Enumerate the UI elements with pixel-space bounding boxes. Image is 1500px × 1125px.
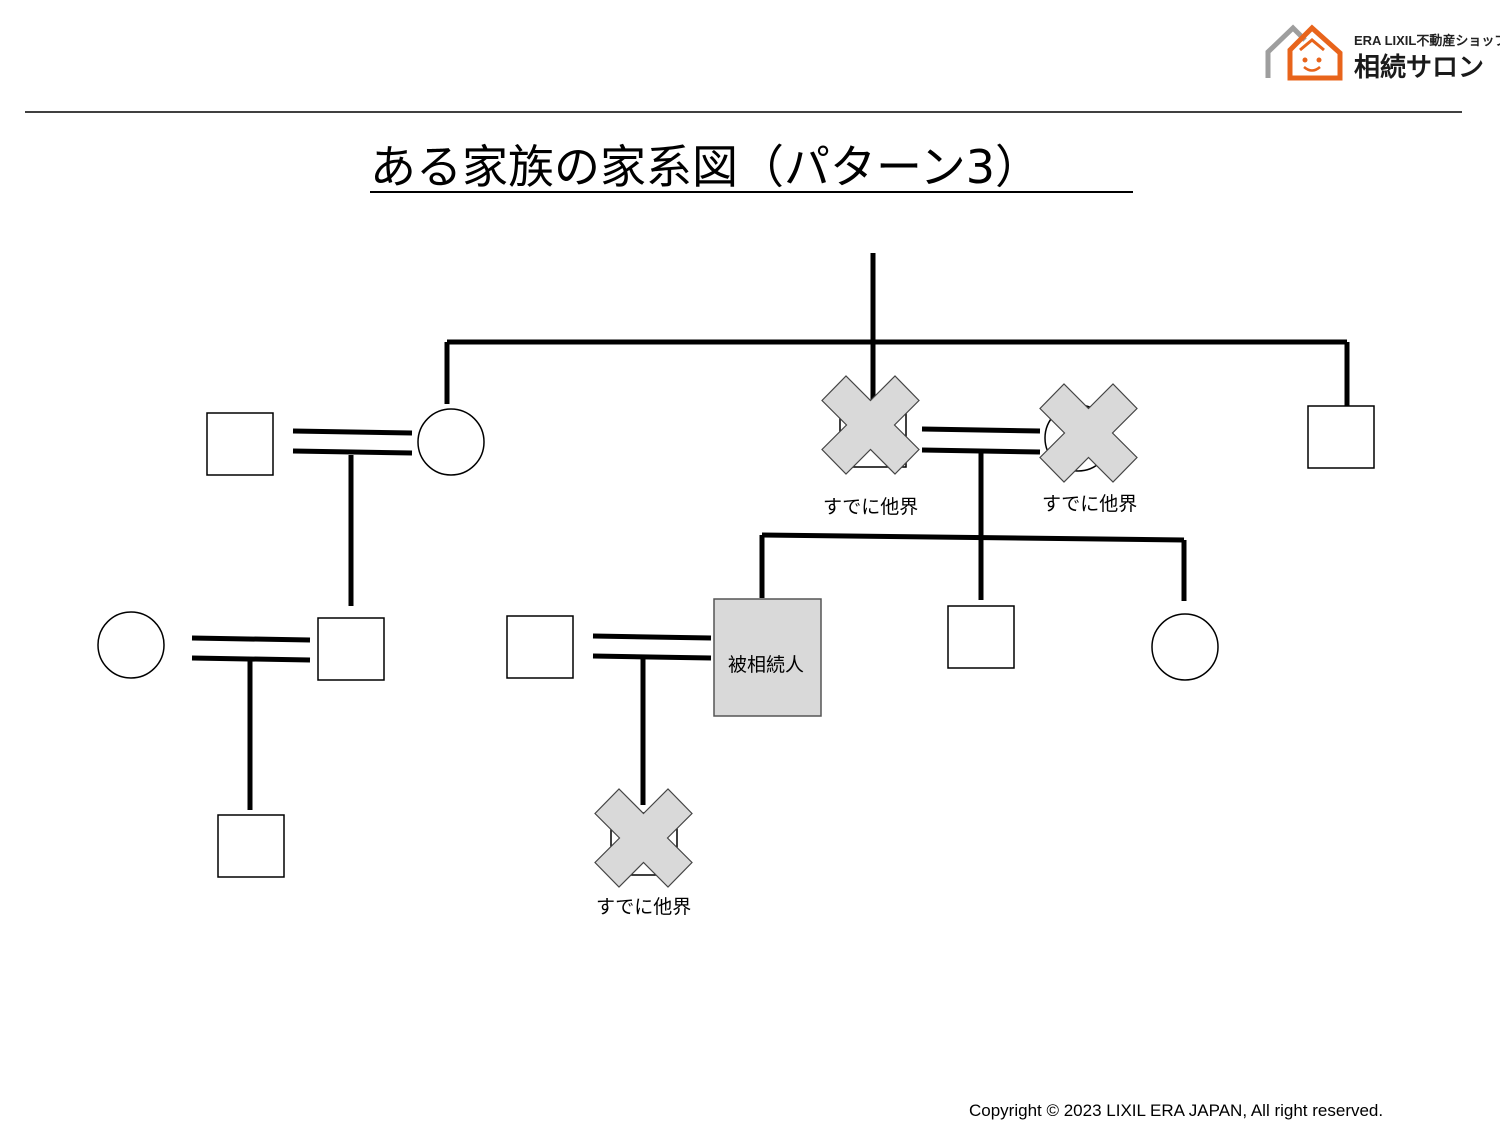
deceased-label-mother: すでに他界 (1042, 493, 1137, 515)
person-deceased-mother (1039, 383, 1138, 483)
logo-name-text: 相続サロン (1354, 52, 1484, 83)
person-male-cousin-child (217, 814, 285, 878)
person-male-uncle (1307, 405, 1375, 469)
deceased-x-icon (1039, 383, 1138, 483)
person-male-cousin (317, 617, 385, 681)
connector-lines (191, 253, 1350, 810)
copyright-text: Copyright © 2023 LIXIL ERA JAPAN, All ri… (969, 1101, 1383, 1120)
page-title: ある家族の家系図（パターン3） (370, 140, 1041, 194)
deceased-label-child: すでに他界 (596, 896, 691, 918)
company-logo: ERA LIXIL不動産ショップ 相続サロン (1265, 24, 1500, 83)
person-male-spouse-of-aunt (206, 412, 274, 476)
person-male-decedent-spouse (506, 615, 574, 679)
deceased-label-father: すでに他界 (823, 496, 918, 518)
person-male-sibling (947, 605, 1015, 669)
house-icon (1265, 24, 1343, 81)
person-female-sibling (1151, 613, 1219, 681)
person-female-cousin-spouse (97, 611, 165, 679)
person-female-aunt (417, 408, 485, 476)
deceased-x-icon (594, 788, 693, 888)
logo-company-text: ERA LIXIL不動産ショップ (1354, 33, 1500, 48)
decedent-label: 被相続人 (728, 654, 804, 676)
person-decedent: 被相続人 (713, 598, 822, 717)
deceased-x-icon (821, 375, 920, 475)
person-deceased-father (821, 375, 920, 475)
person-deceased-child (594, 788, 693, 888)
